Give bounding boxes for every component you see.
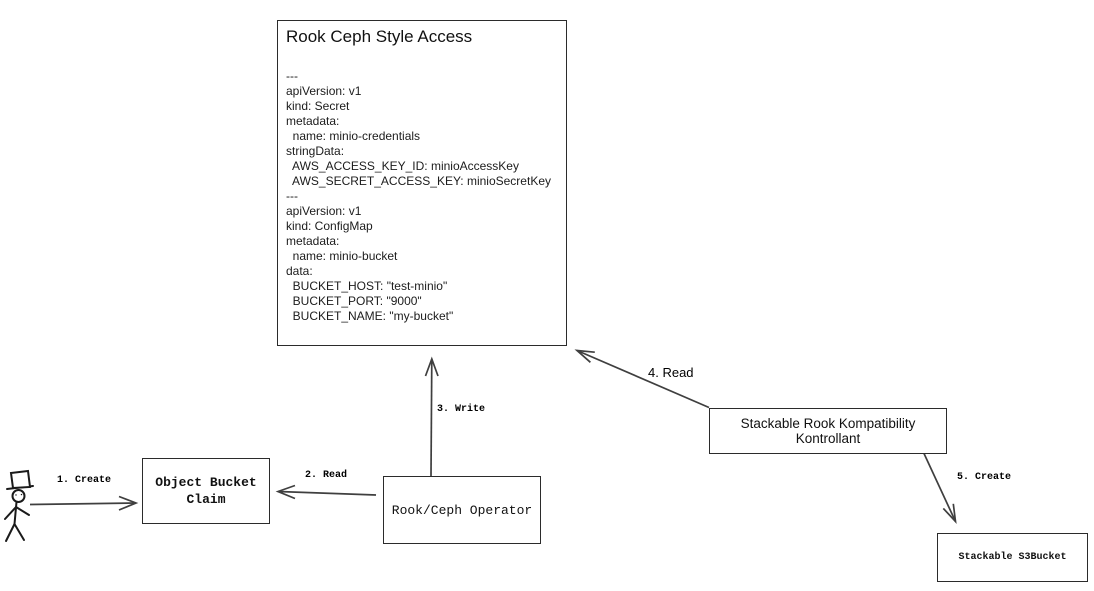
edge-label-write-code: 3. Write <box>437 404 486 415</box>
code-box-title: Rook Ceph Style Access <box>286 27 473 46</box>
node-rook-ceph-operator: Rook/Ceph Operator <box>383 476 541 544</box>
node-stackable-kontrollant: Stackable Rook Kompatibility Kontrollant <box>709 408 947 454</box>
arrow-read-obc <box>275 484 377 500</box>
node-rook-ceph-operator-label: Rook/Ceph Operator <box>391 502 533 518</box>
user-actor-icon <box>4 469 34 542</box>
edge-label-create-obc: 1. Create <box>57 475 112 486</box>
edge-label-read-obc: 2. Read <box>305 470 348 481</box>
arrow-create-s3bucket <box>923 453 957 525</box>
arrow-write-code <box>424 356 439 477</box>
node-stackable-kontrollant-label: Stackable Rook Kompatibility Kontrollant <box>740 416 916 446</box>
code-box-yaml: --- apiVersion: v1 kind: Secret metadata… <box>286 69 551 323</box>
node-object-bucket-claim-label: Object Bucket Claim <box>155 475 257 507</box>
node-rook-ceph-style-access: Rook Ceph Style Access --- apiVersion: v… <box>277 20 567 346</box>
node-stackable-s3bucket: Stackable S3Bucket <box>937 533 1088 582</box>
arrow-create-obc <box>29 495 139 511</box>
node-stackable-s3bucket-label: Stackable S3Bucket <box>958 552 1067 563</box>
node-object-bucket-claim: Object Bucket Claim <box>142 458 270 524</box>
edge-label-read-code: 4. Read <box>648 365 694 380</box>
edge-label-create-s3bucket: 5. Create <box>957 472 1012 483</box>
